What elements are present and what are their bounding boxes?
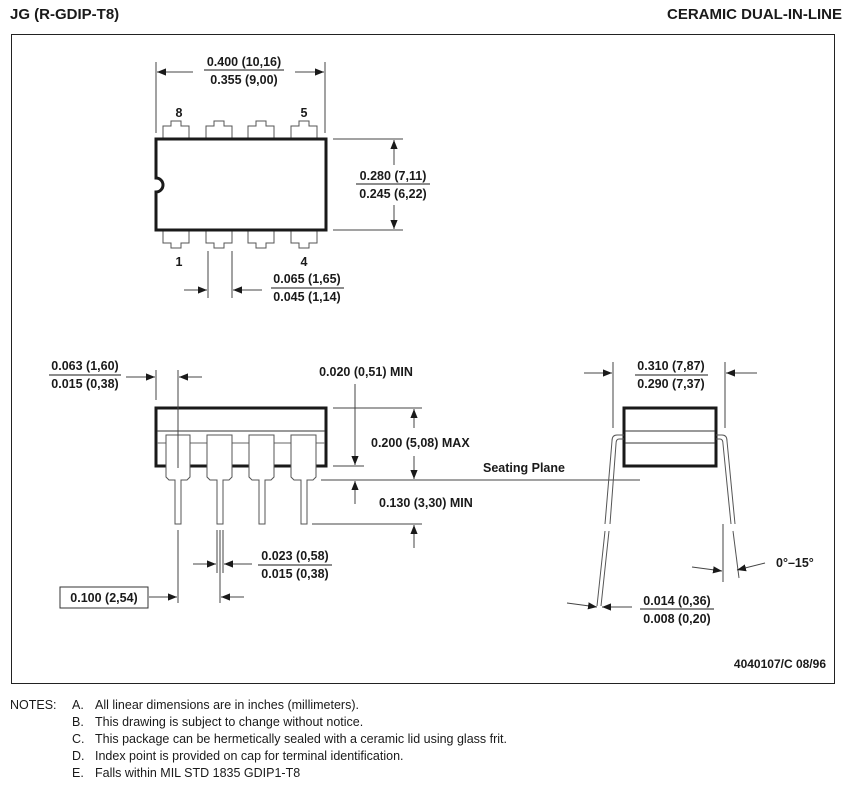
pin-label-5: 5 [301, 106, 308, 120]
end-lead-offset-dimension [49, 370, 202, 468]
note-item: B. This drawing is subject to change wit… [10, 714, 507, 731]
side-leads [165, 434, 317, 525]
side-lead-1 [165, 434, 191, 525]
top-view-body [154, 137, 328, 232]
note-text: This drawing is subject to change withou… [95, 715, 364, 729]
bottom-pins [162, 230, 318, 249]
end-view: 0.310 (7,87) 0.290 (7,37) 0°–15° 0.014 (… [566, 359, 814, 626]
end-lead-offset-min: 0.015 (0,38) [51, 377, 118, 391]
end-right-lead-upper [716, 434, 736, 525]
top-pins [162, 120, 318, 139]
end-left-lead-upper [604, 434, 624, 525]
lead-span-min: 0.290 (7,37) [637, 377, 704, 391]
lead-angle-dimension [691, 562, 766, 574]
pin-6 [247, 120, 275, 139]
body-width-dimension [333, 138, 430, 231]
pin-3 [247, 230, 275, 249]
lead-width-min: 0.015 (0,38) [261, 567, 328, 581]
lead-thickness-max: 0.014 (0,36) [643, 594, 710, 608]
note-item: E. Falls within MIL STD 1835 GDIP1-T8 [10, 765, 507, 782]
note-text: This package can be hermetically sealed … [95, 732, 507, 746]
pin-label-1: 1 [176, 255, 183, 269]
end-lead-offset-max: 0.063 (1,60) [51, 359, 118, 373]
lead-width-max: 0.023 (0,58) [261, 549, 328, 563]
lead-thickness-dimension [566, 602, 714, 611]
side-lead-3 [248, 434, 275, 525]
notes-label: NOTES: [10, 698, 57, 712]
lead-length-dimension [312, 481, 422, 548]
note-text: All linear dimensions are in inches (mil… [95, 698, 359, 712]
lead-span-max: 0.310 (7,87) [637, 359, 704, 373]
pin-1 [162, 230, 190, 249]
drawing-reference: 4040107/C 08/96 [734, 657, 826, 671]
lead-shoulder-dimension [184, 251, 344, 298]
lead-angle-text: 0°–15° [776, 556, 814, 570]
side-lead-4 [290, 434, 317, 525]
side-lead-2 [206, 434, 233, 525]
overall-length-min: 0.355 (9,00) [210, 73, 277, 87]
lead-shoulder-max: 0.065 (1,65) [273, 272, 340, 286]
standoff-dimension-lines [333, 384, 364, 467]
package-code-title: JG (R-GDIP-T8) [10, 6, 120, 23]
lead-shoulder-min: 0.045 (1,14) [273, 290, 340, 304]
standoff-dimension: 0.020 (0,51) MIN [319, 365, 413, 379]
pin-5 [290, 120, 318, 139]
end-view-body [622, 406, 718, 468]
lead-span-dimension [584, 362, 757, 428]
pin-label-8: 8 [176, 106, 183, 120]
note-text: Index point is provided on cap for termi… [95, 749, 404, 763]
end-left-lead-lower [596, 530, 610, 607]
note-key: A. [72, 698, 84, 712]
overall-length-max: 0.400 (10,16) [207, 55, 281, 69]
lead-thickness-min: 0.008 (0,20) [643, 612, 710, 626]
note-text: Falls within MIL STD 1835 GDIP1-T8 [95, 766, 301, 780]
note-item: C. This package can be hermetically seal… [10, 731, 507, 748]
notes-section: NOTES: A. All linear dimensions are in i… [10, 697, 507, 782]
pin-label-4: 4 [301, 255, 308, 269]
seating-plane-label: Seating Plane [483, 461, 565, 475]
note-item: D. Index point is provided on cap for te… [10, 748, 507, 765]
top-view: 8 5 1 4 0.400 (10,16) 0.355 (9,00) 0.280… [154, 55, 430, 304]
body-height-dimension [321, 407, 640, 481]
body-width-max: 0.280 (7,11) [360, 169, 427, 183]
lead-length-text: 0.130 (3,30) MIN [379, 496, 473, 510]
note-key: C. [72, 732, 85, 746]
pitch-box [59, 586, 149, 609]
note-key: B. [72, 715, 84, 729]
body-width-min: 0.245 (6,22) [359, 187, 426, 201]
pin-8 [162, 120, 190, 139]
drawing-frame [11, 34, 835, 684]
body-height-text: 0.200 (5,08) MAX [371, 436, 470, 450]
lead-width-dimension [177, 530, 332, 603]
pin-2 [205, 230, 233, 249]
end-right-lead-lower [732, 530, 740, 579]
side-view: 0.063 (1,60) 0.015 (0,38) 0.020 (0,51) M… [49, 359, 640, 609]
pin-4 [290, 230, 318, 249]
note-key: E. [72, 766, 84, 780]
note-item: NOTES: A. All linear dimensions are in i… [10, 697, 507, 714]
package-type-title: CERAMIC DUAL-IN-LINE [667, 6, 842, 23]
note-key: D. [72, 749, 85, 763]
pin-7 [205, 120, 233, 139]
overall-length-dimension [155, 62, 326, 133]
pitch-text: 0.100 (2,54) [70, 591, 137, 605]
